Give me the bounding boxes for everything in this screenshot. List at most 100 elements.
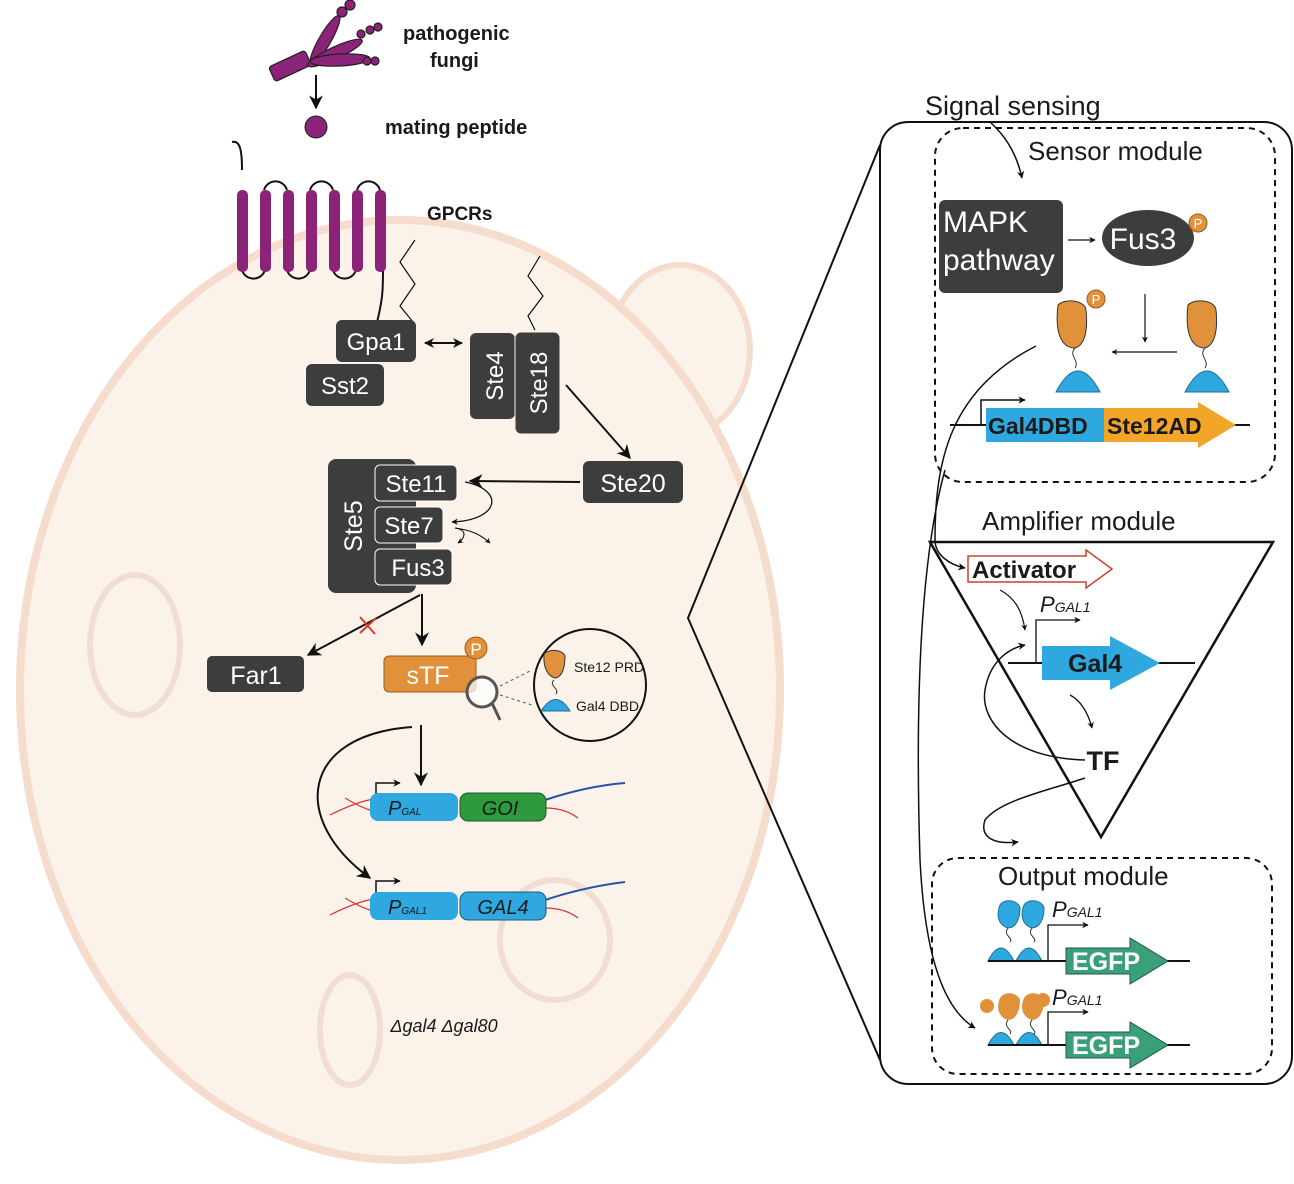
activation-arrow xyxy=(565,384,631,460)
activation-arrow xyxy=(316,726,413,879)
gpcr-label: GPCRs xyxy=(427,204,492,225)
vacuole xyxy=(317,972,383,1088)
phospho-label: P xyxy=(470,640,481,659)
egfp-label: EGFP xyxy=(1072,1032,1140,1060)
gal4-dimer-icon xyxy=(987,900,1045,962)
inset-ste12-label: Ste12 PRD xyxy=(574,659,644,675)
ste7-box xyxy=(374,506,444,544)
ste11-box xyxy=(374,464,458,502)
direct-activation-arrow xyxy=(917,469,976,1029)
phosphorylation-arrow xyxy=(454,527,491,544)
fus3-label: Fus3 xyxy=(391,555,444,582)
feedback-arrow xyxy=(983,642,1086,761)
phospho-badge xyxy=(1188,213,1208,233)
lipid-anchor-icon xyxy=(399,239,416,323)
activator-arrow-shape xyxy=(967,548,1114,590)
activator-label: Activator xyxy=(972,557,1076,584)
sst2-box xyxy=(306,364,384,406)
fus3-label: Fus3 xyxy=(1110,223,1177,256)
phosphorylation-arrow xyxy=(451,481,493,525)
ste20-label: Ste20 xyxy=(600,470,665,498)
stf-dimer-icon xyxy=(980,993,1050,1046)
gal4-construct: PGAL1 GAL4 xyxy=(329,877,626,921)
input-arrow xyxy=(989,121,1025,179)
far1-label: Far1 xyxy=(230,662,281,690)
gal4-label: GAL4 xyxy=(477,897,528,919)
tf-label: TF xyxy=(1087,746,1120,776)
fus3-ellipse xyxy=(1102,210,1194,266)
inset-gal4-label: Gal4 DBD xyxy=(576,698,639,714)
svg-text:P: P xyxy=(1092,292,1101,307)
blocked-arrow xyxy=(306,594,421,656)
pgal1-promoter xyxy=(370,892,458,920)
amplifier-triangle xyxy=(927,540,1276,840)
genotype-label: Δgal4 Δgal80 xyxy=(389,1016,497,1036)
pgal-label: PGAL xyxy=(388,798,421,820)
far1-box xyxy=(207,656,304,692)
vacuole xyxy=(497,877,613,1003)
pgal1-label: PGAL1 xyxy=(1052,985,1103,1010)
pgal1-label: PGAL1 xyxy=(388,897,427,919)
egfp-gene-shape xyxy=(1065,1021,1169,1069)
pgal-promoter xyxy=(370,793,458,821)
stf-inset: Ste12 PRD Gal4 DBD xyxy=(533,628,647,742)
magnifier-icon xyxy=(465,675,502,721)
peptide-label: mating peptide xyxy=(385,117,527,139)
promoter-arrow xyxy=(1035,616,1081,663)
promoter-arrow xyxy=(1047,921,1089,961)
egfp-label: EGFP xyxy=(1072,948,1140,976)
activation-arrow xyxy=(934,345,1037,571)
gpcr-icon xyxy=(231,140,386,331)
ste20-box xyxy=(583,461,683,503)
ste5-label: Ste5 xyxy=(340,500,368,551)
mapk-box xyxy=(939,200,1063,293)
activation-arrow xyxy=(468,474,581,489)
gal4-gene xyxy=(459,891,547,921)
goi-gene xyxy=(459,792,547,822)
stf-icon xyxy=(1184,300,1230,393)
gal4dbd-segment xyxy=(986,408,1104,442)
gal4-gene-shape xyxy=(1042,636,1160,690)
ste12-prd-icon xyxy=(543,649,566,679)
ste11-label: Ste11 xyxy=(386,471,447,498)
promoter-arrow xyxy=(980,396,1026,425)
phospho-label: P xyxy=(1194,216,1203,231)
mapk-label-2: pathway xyxy=(943,244,1055,277)
ste18-label: Ste18 xyxy=(526,352,553,415)
ste12ad-segment xyxy=(1104,402,1236,448)
pathogen-label: pathogenic xyxy=(403,23,510,45)
pgal1-label: PGAL1 xyxy=(1040,592,1091,617)
sensor-module-box xyxy=(934,127,1276,483)
gal4dbd-label: Gal4DBD xyxy=(988,413,1088,439)
zoom-wedge xyxy=(686,144,881,1061)
promoter-arrow xyxy=(1047,1008,1089,1045)
linker-icon xyxy=(551,679,558,695)
signal-sensing-title: Signal sensing xyxy=(925,91,1101,121)
gal4-label: Gal4 xyxy=(1068,650,1122,678)
activation-arrow xyxy=(999,589,1028,631)
goi-construct: PGAL GOI xyxy=(329,779,626,822)
output-module-title: Output module xyxy=(998,861,1169,891)
mapk-label: MAPK xyxy=(943,206,1028,239)
block-x-icon xyxy=(359,616,377,635)
ste4-label: Ste4 xyxy=(482,351,509,400)
gpa1-box xyxy=(336,320,416,362)
pathogen-label-2: fungi xyxy=(430,50,479,72)
ste7-label: Ste7 xyxy=(384,513,433,540)
sst2-label: Sst2 xyxy=(321,373,369,400)
activation-arrow xyxy=(1069,694,1094,729)
phospho-badge xyxy=(464,636,488,660)
lipid-anchor-icon xyxy=(527,255,544,331)
ste18-box xyxy=(514,331,561,435)
sensor-module-title: Sensor module xyxy=(1028,136,1203,166)
gpa1-label: Gpa1 xyxy=(347,329,406,356)
goi-label: GOI xyxy=(482,798,519,820)
vacuole xyxy=(87,572,183,718)
stf-box xyxy=(383,655,477,693)
fus3-box xyxy=(374,548,453,586)
pathogenic-fungi-icon xyxy=(268,0,383,82)
output-arrow xyxy=(983,777,1086,847)
pgal1-label: PGAL1 xyxy=(1052,897,1103,922)
stf-label: sTF xyxy=(406,662,449,690)
